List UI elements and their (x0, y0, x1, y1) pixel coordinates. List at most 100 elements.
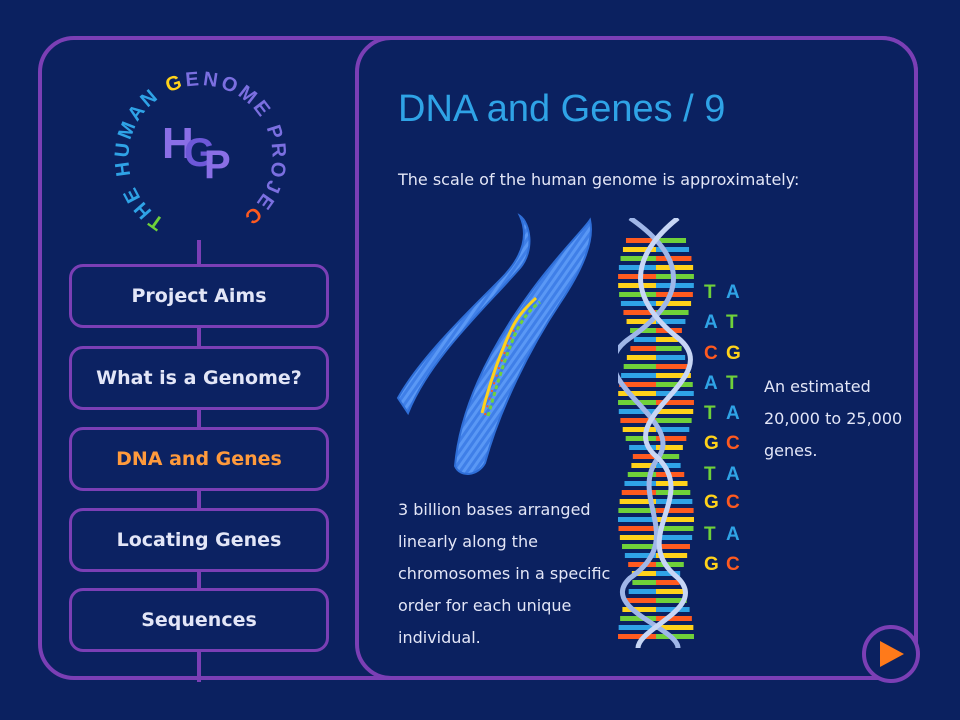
helix-rung (656, 364, 689, 369)
helix-rung (656, 247, 690, 252)
helix-rung (624, 553, 656, 558)
connector-line (197, 326, 201, 348)
helix-rung (656, 256, 692, 261)
helix-rung (631, 463, 656, 468)
helix-rung (627, 472, 656, 477)
base-right: T (726, 373, 738, 394)
helix-rung (656, 373, 691, 378)
helix-rung (656, 436, 687, 441)
nav-project-aims[interactable]: Project Aims (69, 264, 329, 328)
helix-rung (632, 580, 656, 585)
helix-rung (656, 616, 692, 621)
ring-letter: G (163, 70, 188, 97)
base-left: G (704, 554, 719, 575)
helix-rung (619, 499, 656, 504)
helix-rung (656, 319, 686, 324)
helix-rung (622, 247, 656, 252)
nav-sequences[interactable]: Sequences (69, 588, 329, 652)
helix-rung (656, 634, 694, 639)
helix-rung (618, 526, 656, 531)
helix-rung (656, 625, 694, 630)
base-right: A (726, 464, 740, 485)
base-left: T (704, 464, 716, 485)
helix-rung (656, 463, 681, 468)
helix-rung (618, 409, 656, 414)
page-title: DNA and Genes / 9 (398, 88, 726, 130)
helix-rung (622, 544, 656, 549)
nav-what-is-a-genome[interactable]: What is a Genome? (69, 346, 329, 410)
helix-rung (656, 571, 681, 576)
helix-rung (656, 499, 693, 504)
logo-letter-p: P (204, 143, 231, 187)
helix-rung (631, 571, 656, 576)
helix-rung (656, 445, 683, 450)
next-slide-button[interactable] (862, 625, 920, 683)
ring-letter: PROJE (250, 122, 289, 215)
base-right: A (726, 282, 740, 303)
base-left: T (704, 403, 716, 424)
helix-rung (656, 409, 694, 414)
helix-rung (656, 544, 690, 549)
connector-line (197, 570, 201, 589)
helix-rung (625, 238, 656, 243)
helix-rung (620, 301, 656, 306)
base-left: G (704, 433, 719, 454)
helix-rung (656, 454, 680, 459)
helix-rung (618, 517, 656, 522)
base-left: A (704, 312, 718, 333)
helix-rung (618, 274, 656, 279)
helix-rung (623, 364, 656, 369)
ring-letter: ENOME (184, 68, 281, 130)
intro-text: The scale of the human genome is approxi… (398, 170, 800, 189)
helix-rung (656, 310, 689, 315)
helix-rung (656, 337, 679, 342)
logo-letter-h: H (162, 119, 194, 168)
nav-label: Sequences (141, 609, 257, 631)
helix-rung (626, 355, 656, 360)
dna-helix-illustration (618, 218, 694, 648)
helix-rung (630, 346, 656, 351)
base-right: C (726, 492, 740, 513)
helix-rung (624, 481, 656, 486)
helix-rung (656, 553, 688, 558)
nav-locating-genes[interactable]: Locating Genes (69, 508, 329, 572)
connector-line (197, 490, 201, 509)
helix-rung (618, 391, 656, 396)
helix-rung (619, 292, 656, 297)
base-right: A (726, 524, 740, 545)
helix-rung (656, 418, 692, 423)
helix-rung (618, 634, 656, 639)
helix-rung (656, 607, 690, 612)
helix-rung (656, 508, 694, 513)
helix-rung (656, 562, 684, 567)
helix-rung (656, 580, 680, 585)
helix-rung (656, 598, 687, 603)
base-left: T (704, 282, 716, 303)
helix-rung (656, 490, 691, 495)
helix-rung (656, 400, 694, 405)
base-right: C (726, 433, 740, 454)
nav-label: Locating Genes (116, 529, 282, 551)
base-left: T (704, 524, 716, 545)
helix-rung (620, 256, 656, 261)
hgp-logo: THE HUMAN GENOME PROJECT H G P (96, 62, 289, 234)
helix-rung (621, 490, 656, 495)
helix-rung (656, 526, 694, 531)
helix-rung (622, 427, 656, 432)
base-right: G (726, 343, 741, 364)
logo-letter-g: G (184, 131, 215, 175)
helix-rung (623, 310, 656, 315)
connector-line (197, 240, 201, 264)
base-right: C (726, 554, 740, 575)
helix-rung (656, 292, 693, 297)
nav-label: What is a Genome? (96, 367, 302, 389)
connector-line (197, 650, 201, 682)
nav-label: Project Aims (131, 285, 267, 307)
nav-dna-and-genes[interactable]: DNA and Genes (69, 427, 329, 491)
